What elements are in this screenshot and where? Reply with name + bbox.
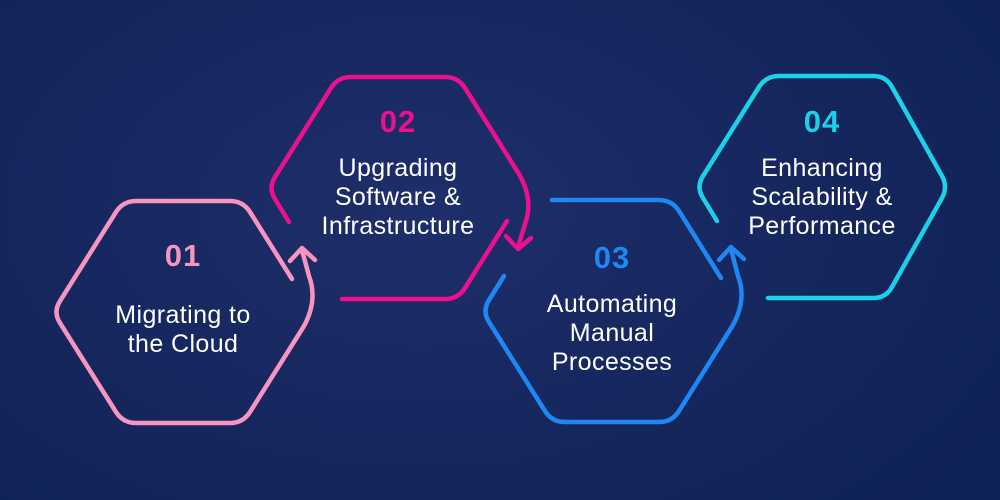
step-2-label-line: Upgrading — [338, 154, 458, 182]
step-4-hexagon — [697, 73, 948, 301]
step-3-top-edge-path — [549, 197, 724, 281]
step-1-number: 01 — [164, 238, 202, 273]
step-3-hexagon — [483, 197, 747, 425]
step-1-hexagon — [54, 198, 318, 426]
step-2-outline-and-arrow-path — [269, 74, 531, 250]
step-2-label-line: Software & — [334, 183, 462, 211]
step-1-label-line: the Cloud — [127, 330, 239, 358]
step-1-outline-and-arrow-path — [54, 198, 315, 426]
step-4-label-line: Scalability & — [751, 183, 893, 211]
step-4-text-block: 04 Enhancing Scalability & Performance — [702, 104, 942, 241]
step-3-text-block: 03 Automating Manual Processes — [492, 240, 732, 377]
step-3-label-line: Automating — [546, 290, 678, 318]
step-4-label-line: Performance — [748, 212, 896, 240]
step-3-label-line: Manual — [569, 319, 655, 347]
step-4-label-line: Enhancing — [761, 154, 883, 182]
step-4-outline-path — [697, 73, 948, 301]
step-2-bottom-edge-path — [339, 218, 510, 302]
step-3-number: 03 — [593, 240, 631, 275]
connector-1-2-arrow-up-icon — [287, 245, 318, 264]
step-4-number: 04 — [803, 104, 841, 139]
step-2-label-line: Infrastructure — [321, 212, 475, 240]
connector-3-4-arrow-up-icon — [716, 244, 747, 263]
step-1-text-block: 01 Migrating to the Cloud — [63, 238, 303, 359]
step-3-label-line: Processes — [551, 348, 673, 376]
step-2-number: 02 — [379, 104, 417, 139]
connector-2-3-arrow-down-icon — [503, 233, 534, 252]
step-3-outline-and-arrow-path — [483, 246, 744, 425]
step-2-text-block: 02 Upgrading Software & Infrastructure — [278, 104, 518, 241]
step-1-label-line: Migrating to — [115, 301, 251, 329]
step-2-hexagon — [269, 74, 534, 302]
